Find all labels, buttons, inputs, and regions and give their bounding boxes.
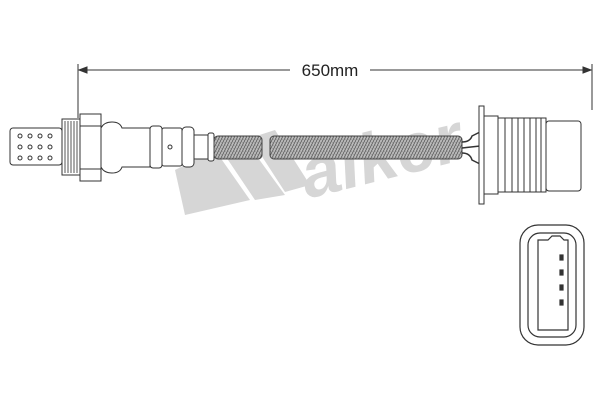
hex-nut	[79, 113, 102, 182]
braided-cable	[213, 135, 463, 160]
sensor-tip	[9, 127, 63, 166]
length-dimension-label: 650mm	[290, 61, 370, 81]
connector-end-view	[519, 224, 585, 346]
connector	[478, 105, 582, 205]
sensor-body	[100, 121, 215, 174]
wires	[461, 131, 481, 165]
sensor-thread	[61, 118, 81, 176]
